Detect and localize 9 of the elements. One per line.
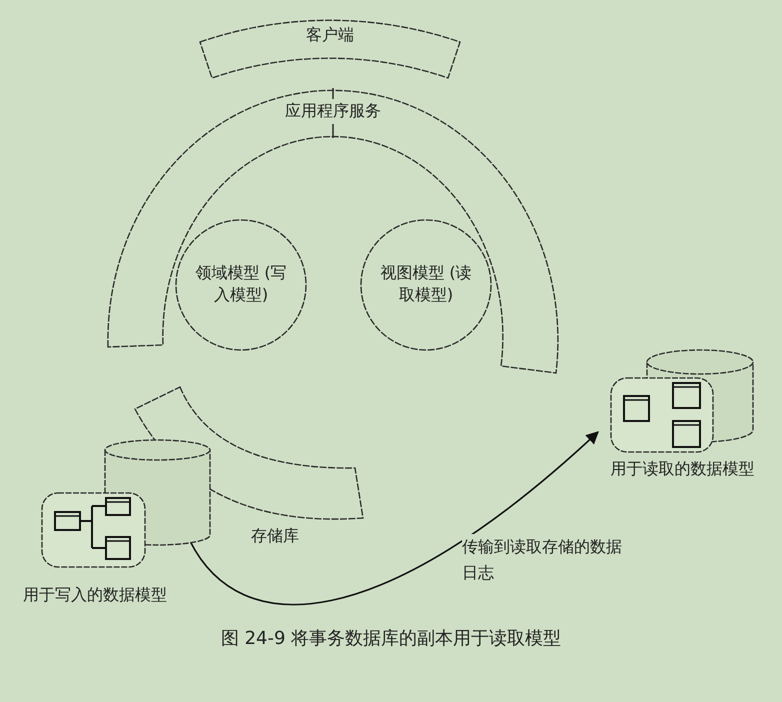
- caption-text: 用于写入的数据模型: [22, 584, 168, 606]
- caption-text: 用于读取的数据模型: [610, 458, 756, 480]
- caption-text: 存储库: [250, 525, 300, 547]
- node-label: 客户端: [305, 24, 355, 46]
- node-label: 视图模型 (读取模型): [379, 262, 473, 306]
- node-label: 领域模型 (写入模型): [194, 262, 288, 306]
- figure-caption: 图 24-9 将事务数据库的副本用于读取模型: [220, 627, 562, 650]
- arrow: [189, 431, 599, 606]
- node-label: 应用程序服务: [284, 100, 382, 122]
